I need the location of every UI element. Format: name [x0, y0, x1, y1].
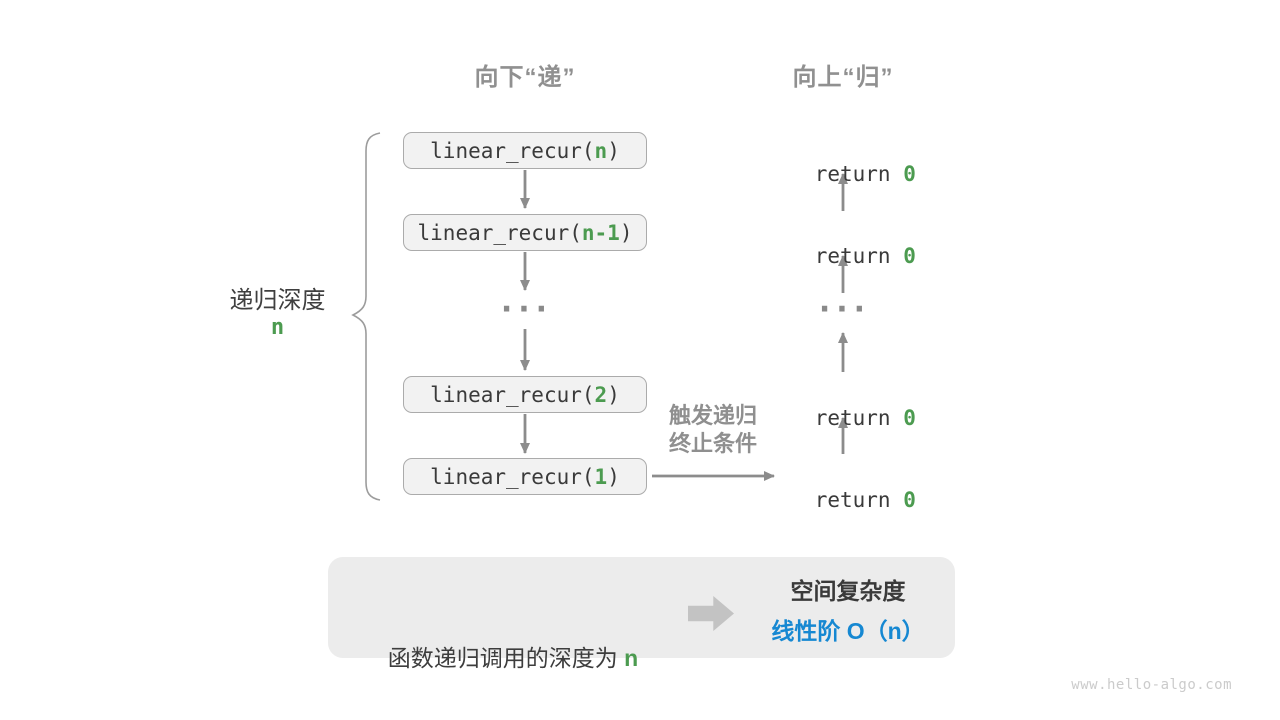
- call-frame-arg: n: [594, 138, 608, 163]
- base-case-label-line2: 终止条件: [668, 431, 757, 456]
- summary-explanation: 函数递归调用的深度为 n 共使用 O（n） 的栈帧空间: [348, 573, 678, 720]
- space-complexity-value: 线性阶 O（n）: [771, 618, 925, 644]
- summary-panel: 函数递归调用的深度为 n 共使用 O（n） 的栈帧空间 空间复杂度 线性阶 O（…: [328, 557, 955, 671]
- call-frame-text: ): [607, 138, 620, 163]
- call-frame-arg: 2: [594, 382, 608, 407]
- call-frame-text: ): [607, 464, 620, 489]
- return-keyword: return: [814, 162, 904, 186]
- call-frame-2: linear_recur(2): [403, 376, 647, 413]
- return-statement: return 0: [740, 464, 940, 512]
- call-frame-n-1: linear_recur(n-1): [403, 214, 647, 251]
- return-statement: return 0: [740, 220, 940, 268]
- return-keyword: return: [814, 406, 904, 430]
- base-case-label: 触发递归 终止条件: [648, 402, 778, 458]
- space-complexity-title: 空间复杂度: [790, 578, 906, 604]
- site-watermark: www.hello-algo.com: [1071, 677, 1232, 693]
- return-keyword: return: [814, 488, 904, 512]
- recursion-depth-value: n: [270, 315, 285, 340]
- return-value: 0: [903, 244, 916, 268]
- summary-line1: 函数递归调用的深度为 n: [348, 641, 678, 675]
- return-value: 0: [903, 488, 916, 512]
- return-keyword: return: [814, 244, 904, 268]
- call-frame-text: linear_recur(: [417, 220, 582, 245]
- summary-line1-text: 函数递归调用的深度为: [387, 645, 625, 671]
- implies-arrow-icon: [688, 596, 734, 631]
- call-frame-text: ): [619, 220, 633, 245]
- depth-brace: [351, 132, 381, 501]
- return-ellipsis: ···: [818, 292, 872, 327]
- recursion-depth-label: 递归深度: [229, 287, 326, 314]
- return-value: 0: [903, 162, 916, 186]
- summary-conclusion: 空间复杂度 线性阶 O（n）: [753, 571, 943, 651]
- return-statement: return 0: [740, 138, 940, 186]
- call-frame-n: linear_recur(n): [403, 132, 647, 169]
- return-statement: return 0: [740, 382, 940, 430]
- call-frame-text: ): [607, 382, 620, 407]
- base-case-label-line1: 触发递归: [668, 403, 757, 428]
- return-value: 0: [903, 406, 916, 430]
- stack-ellipsis: ···: [500, 292, 554, 327]
- header-upward-return: 向上“归”: [792, 64, 894, 91]
- summary-line1-value: n: [624, 645, 639, 671]
- call-frame-text: linear_recur(: [430, 382, 595, 407]
- call-frame-arg: 1: [594, 464, 608, 489]
- call-frame-text: linear_recur(: [430, 464, 595, 489]
- call-frame-arg: n-1: [581, 220, 620, 245]
- header-downward-recurse: 向下“递”: [474, 64, 576, 91]
- call-frame-text: linear_recur(: [430, 138, 595, 163]
- call-frame-1: linear_recur(1): [403, 458, 647, 495]
